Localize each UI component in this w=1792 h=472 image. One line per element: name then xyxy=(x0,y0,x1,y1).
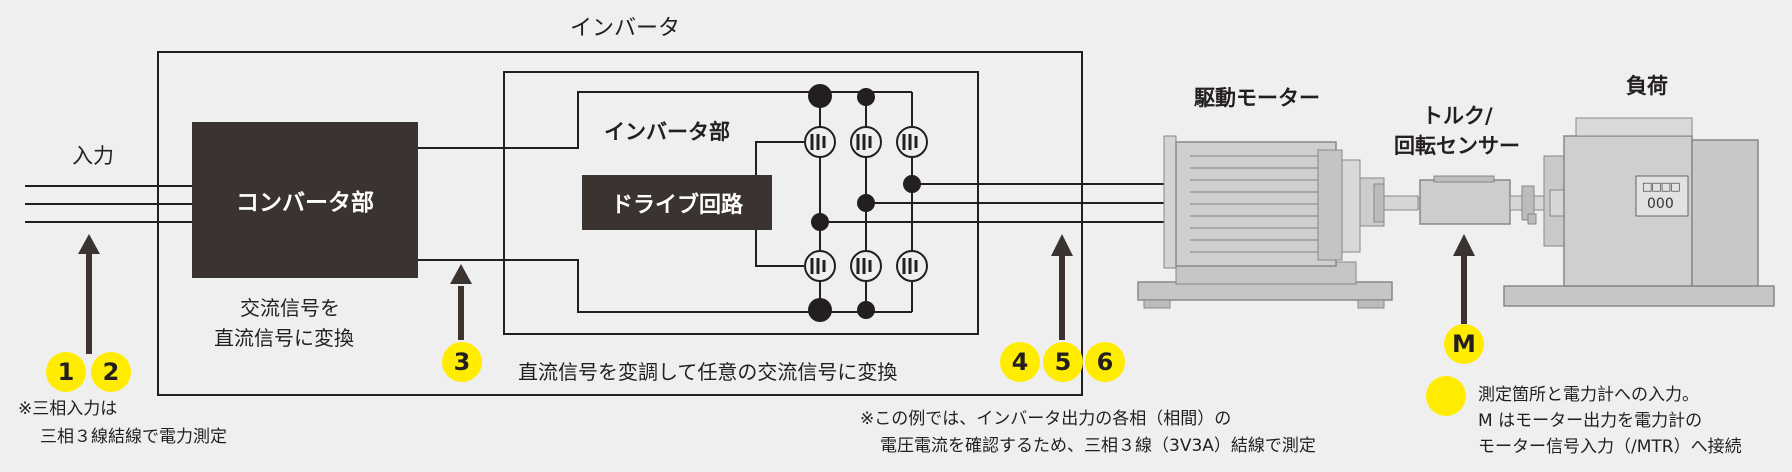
legend-line3: モーター信号入力（/MTR）へ接続 xyxy=(1478,437,1742,457)
load-panel-indicators: □□□□ xyxy=(1642,180,1681,193)
marker-4: 4 xyxy=(1000,342,1040,382)
legend-marker-dot xyxy=(1426,376,1466,416)
torque-sensor-label-1: トルク/ xyxy=(1422,104,1493,128)
marker-m: M xyxy=(1444,324,1484,364)
marker-3: 3 xyxy=(442,342,482,382)
middle-note-line2: 電圧電流を確認するため、三相３線（3V3A）結線で測定 xyxy=(880,436,1316,456)
input-label: 入力 xyxy=(72,144,114,168)
marker-6: 6 xyxy=(1085,342,1125,382)
inverter-desc: 直流信号を変調して任意の交流信号に変換 xyxy=(518,360,898,384)
drive-circuit-block: ドライブ回路 xyxy=(582,175,772,230)
load-graphic xyxy=(1503,117,1775,307)
output-lines xyxy=(820,183,1170,223)
drive-motor-label: 駆動モーター xyxy=(1194,86,1320,110)
left-note-line1: ※三相入力は xyxy=(18,399,118,419)
inverter-frame xyxy=(157,51,1083,396)
converter-desc-line1: 交流信号を xyxy=(240,296,340,320)
converter-desc-line2: 直流信号に変換 xyxy=(214,326,354,350)
junction-dots xyxy=(808,84,921,322)
marker-1: 1 xyxy=(46,352,86,392)
drive-motor-graphic xyxy=(1137,135,1419,309)
transistor-gates xyxy=(810,134,918,274)
legend-line1: 測定箇所と電力計への入力。 xyxy=(1478,385,1699,405)
load-panel-digits: 000 xyxy=(1647,196,1674,212)
measure-arrows xyxy=(78,234,1475,354)
converter-block-label: コンバータ部 xyxy=(236,190,374,216)
torque-sensor-label-2: 回転センサー xyxy=(1394,134,1520,158)
drive-circuit-label: ドライブ回路 xyxy=(610,192,743,218)
converter-block: コンバータ部 xyxy=(192,122,418,278)
inverter-title: インバータ xyxy=(570,16,681,41)
inverter-section-label: インバータ部 xyxy=(604,120,730,144)
middle-note-line1: ※この例では、インバータ出力の各相（相間）の xyxy=(860,409,1232,429)
torque-sensor-graphic xyxy=(1417,175,1551,225)
marker-2: 2 xyxy=(91,352,131,392)
load-label: 負荷 xyxy=(1626,74,1668,98)
legend-line2: M はモーター出力を電力計の xyxy=(1478,411,1703,431)
gate-lines xyxy=(755,141,804,267)
input-lines xyxy=(25,185,192,223)
left-note-line2: 三相３線結線で電力測定 xyxy=(40,427,227,447)
marker-5: 5 xyxy=(1043,342,1083,382)
